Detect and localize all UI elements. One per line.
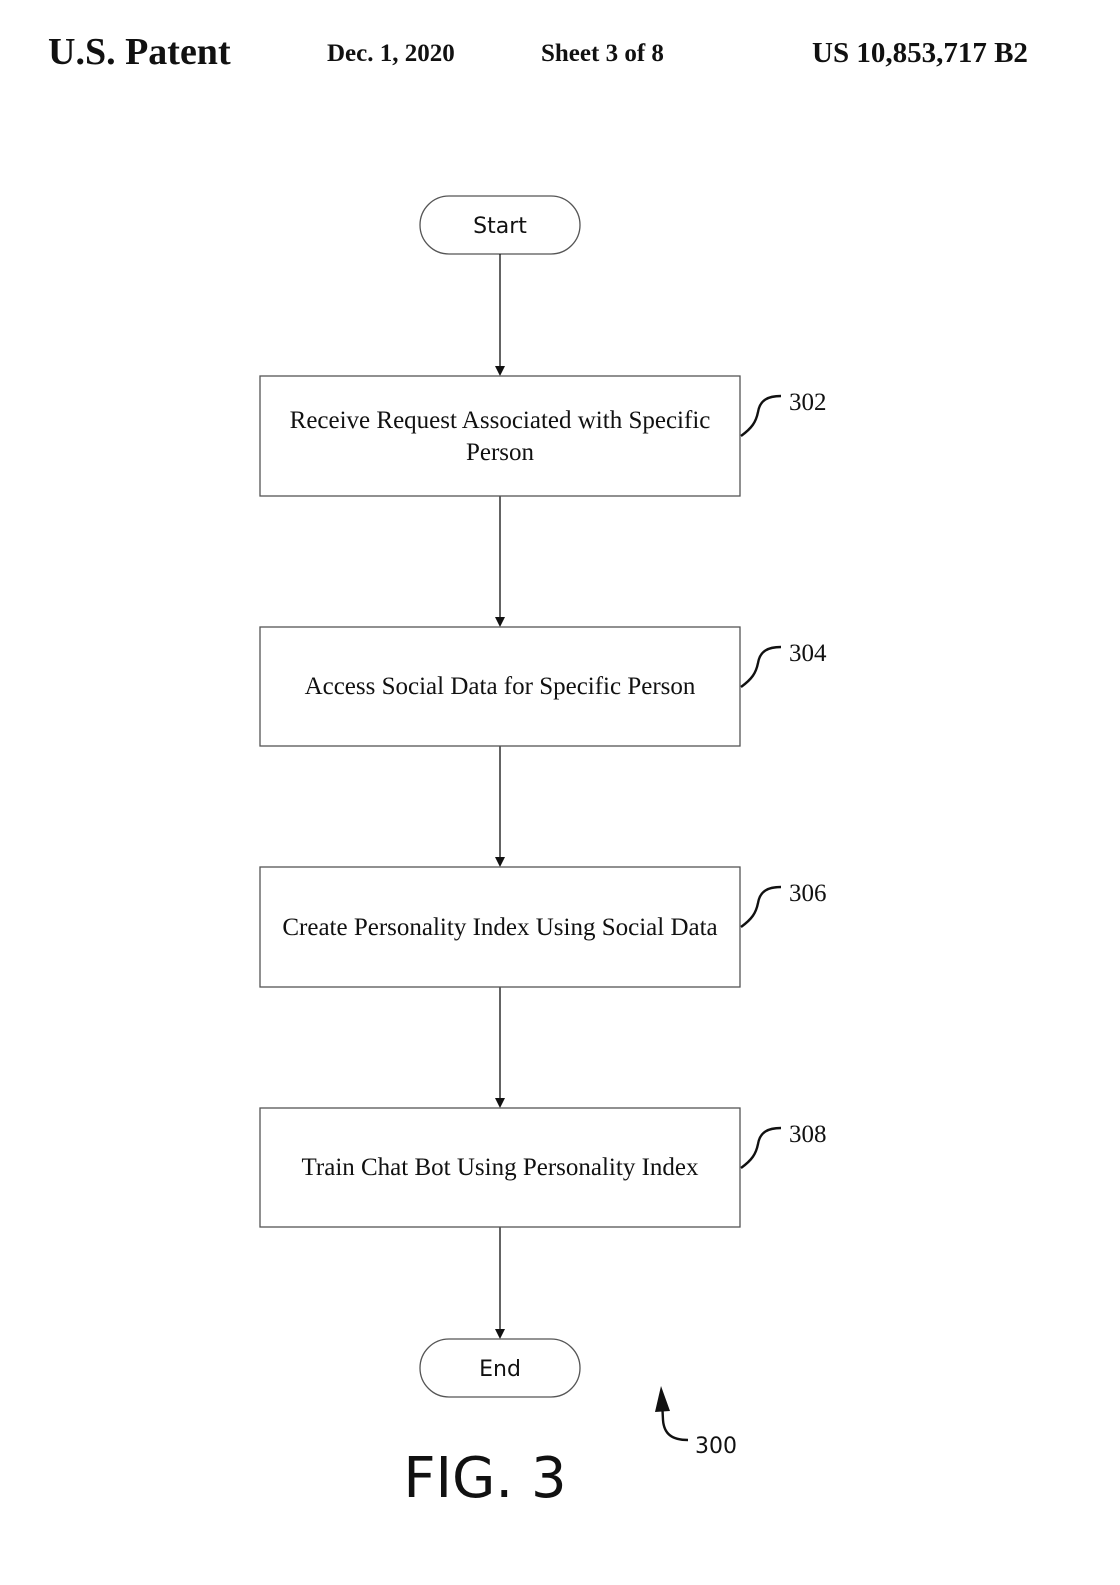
step-box-302: Receive Request Associated with Specific… xyxy=(259,375,741,497)
figure-label: FIG. 3 xyxy=(403,1446,566,1511)
step-306-line-1: Create Personality Index Using Social Da… xyxy=(282,914,717,941)
ref-302: 302 xyxy=(789,389,827,416)
sheet-number: Sheet 3 of 8 xyxy=(541,40,664,67)
ref-300: 300 xyxy=(695,1434,737,1459)
start-label: Start xyxy=(473,214,527,239)
ref-leader-308 xyxy=(740,1126,782,1169)
end-terminal: End xyxy=(419,1338,581,1398)
ref-300-arrow xyxy=(660,1399,689,1442)
end-label: End xyxy=(479,1357,521,1382)
step-box-306: Create Personality Index Using Social Da… xyxy=(259,866,741,988)
start-terminal: Start xyxy=(419,195,581,255)
step-308-line-1: Train Chat Bot Using Personality Index xyxy=(302,1154,699,1181)
step-box-308: Train Chat Bot Using Personality Index xyxy=(259,1107,741,1228)
ref-308: 308 xyxy=(789,1121,827,1148)
ref-leader-306 xyxy=(740,885,782,928)
patent-number: US 10,853,717 B2 xyxy=(812,37,1028,69)
step-302-line-1: Receive Request Associated with Specific xyxy=(290,407,711,434)
patent-label: U.S. Patent xyxy=(48,31,231,73)
patent-date: Dec. 1, 2020 xyxy=(327,40,455,67)
step-304-line-1: Access Social Data for Specific Person xyxy=(305,673,696,700)
ref-leader-304 xyxy=(740,645,782,688)
ref-leader-302 xyxy=(740,394,782,437)
ref-304: 304 xyxy=(789,640,827,667)
step-box-304: Access Social Data for Specific Person xyxy=(259,626,741,747)
ref-300-arrowhead xyxy=(655,1386,670,1412)
ref-306: 306 xyxy=(789,880,827,907)
step-302-line-2: Person xyxy=(466,439,535,466)
